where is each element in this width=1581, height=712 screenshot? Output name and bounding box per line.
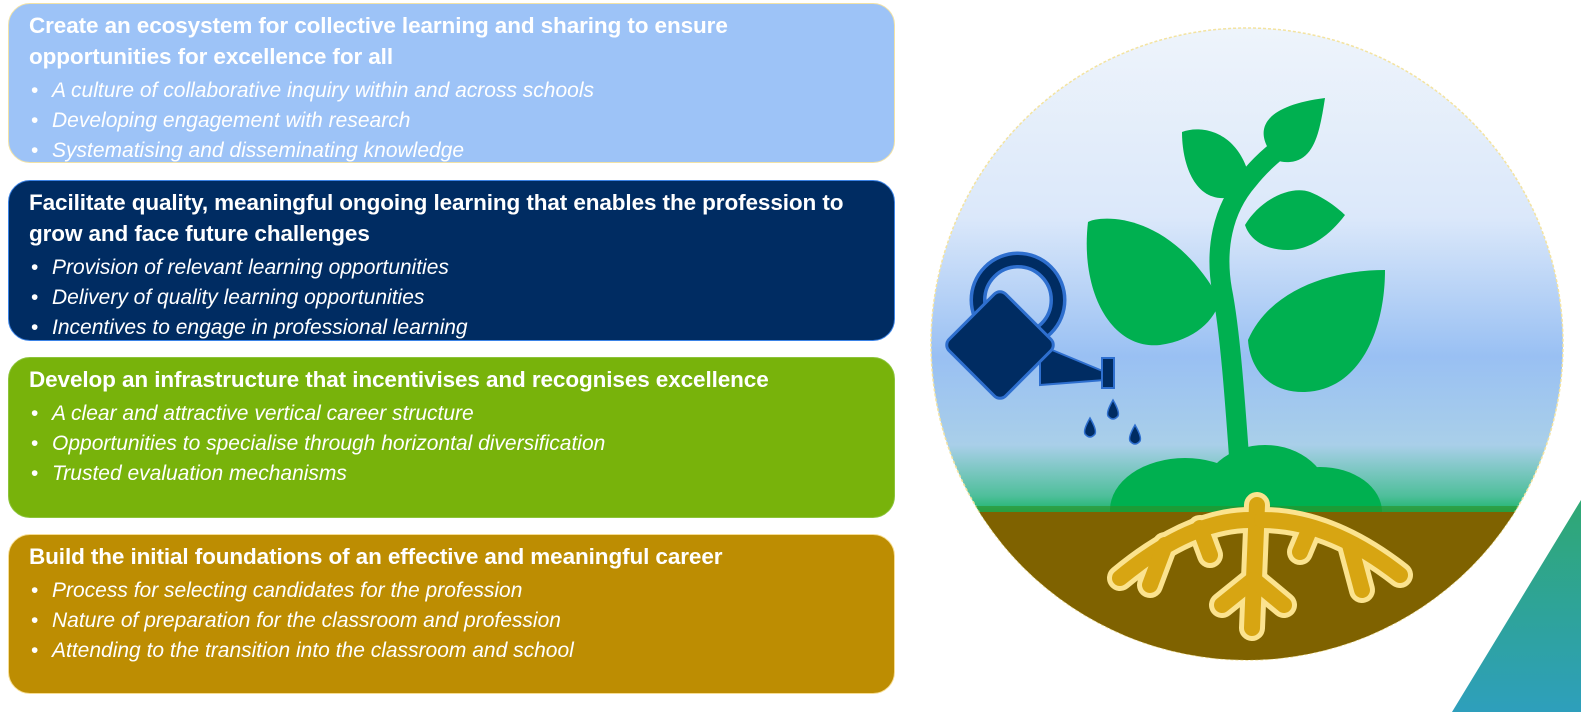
pillar-bullet: Trusted evaluation mechanisms: [29, 459, 874, 489]
pillar-heading: Develop an infrastructure that incentivi…: [29, 367, 769, 392]
pillar-heading: Build the initial foundations of an effe…: [29, 544, 723, 569]
grass-mound-icon: [1110, 445, 1382, 562]
accent-triangle: [1452, 500, 1581, 712]
pillar-bullet: Attending to the transition into the cla…: [29, 636, 874, 666]
pillar-bullet: Nature of preparation for the classroom …: [29, 606, 874, 636]
pillar-bullets: Provision of relevant learning opportuni…: [29, 253, 874, 343]
pillar-bullets: A culture of collaborative inquiry withi…: [29, 76, 874, 166]
pillar-bullets: A clear and attractive vertical career s…: [29, 399, 874, 489]
roots-icon: [1107, 492, 1413, 641]
pillar-bullet: Incentives to engage in professional lea…: [29, 313, 874, 343]
pillar-heading: Create an ecosystem for collective learn…: [29, 13, 728, 69]
scene-circle: [930, 27, 1564, 661]
pillar-box-ongoing-learning: Facilitate quality, meaningful ongoing l…: [8, 180, 895, 343]
pillar-box-ecosystem: Create an ecosystem for collective learn…: [8, 3, 895, 166]
pillar-bullet: Opportunities to specialise through hori…: [29, 429, 874, 459]
pillar-box-infrastructure: Develop an infrastructure that incentivi…: [8, 357, 895, 518]
water-drop-icon: [1083, 398, 1142, 445]
pillar-bullet: Developing engagement with research: [29, 106, 874, 136]
pillar-bullet: A culture of collaborative inquiry withi…: [29, 76, 874, 106]
pillar-heading: Facilitate quality, meaningful ongoing l…: [29, 190, 844, 246]
watering-can-icon: [945, 251, 1115, 400]
plant-icon: [1086, 98, 1385, 480]
pillar-bullet: Provision of relevant learning opportuni…: [29, 253, 874, 283]
pillar-bullets: Process for selecting candidates for the…: [29, 576, 874, 666]
pillar-box-foundations: Build the initial foundations of an effe…: [8, 534, 895, 694]
pillar-bullet: Delivery of quality learning opportuniti…: [29, 283, 874, 313]
pillar-bullet: Systematising and disseminating knowledg…: [29, 136, 874, 166]
pillar-bullet: Process for selecting candidates for the…: [29, 576, 874, 606]
pillar-bullet: A clear and attractive vertical career s…: [29, 399, 874, 429]
